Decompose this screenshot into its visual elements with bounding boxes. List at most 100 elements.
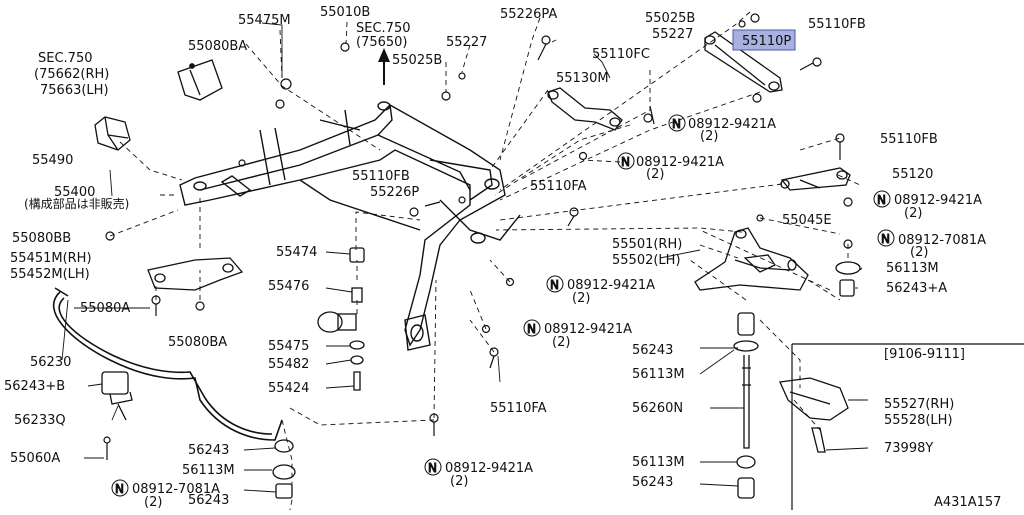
part-label: 55120 bbox=[892, 167, 933, 182]
rear-suspension-member bbox=[179, 101, 521, 351]
part-label: 55490 bbox=[32, 153, 73, 168]
leader-lines bbox=[109, 11, 861, 511]
part-label: 55080BA bbox=[188, 39, 247, 54]
highlighted-part-label: 55110P bbox=[742, 34, 791, 49]
part-label: (2) bbox=[572, 291, 590, 306]
part-label: 55110FB bbox=[808, 17, 866, 32]
n-symbols: N N N N N N N N bbox=[111, 114, 895, 497]
diagram-id: A431A157 bbox=[934, 495, 1001, 510]
sec750-arrow bbox=[378, 48, 390, 85]
sec-ref-line: SEC.750 bbox=[38, 51, 93, 66]
lower-arm-55501 bbox=[694, 227, 809, 291]
part-label: 56243+B bbox=[4, 379, 65, 394]
part-label: 55110FB bbox=[352, 169, 410, 184]
stone-guard bbox=[779, 377, 849, 453]
part-label: 55451M(RH) bbox=[10, 251, 92, 266]
bolts bbox=[103, 13, 853, 460]
stabilizer-bushing bbox=[101, 371, 133, 421]
part-label: 56243 bbox=[188, 493, 229, 508]
part-label: 55025B bbox=[392, 53, 442, 68]
part-label: 55474 bbox=[276, 245, 317, 260]
svg-text:N: N bbox=[881, 232, 890, 246]
part-label: 55010B bbox=[320, 5, 370, 20]
part-label: 56113M bbox=[182, 463, 235, 478]
part-label: 56243 bbox=[632, 475, 673, 490]
part-label: 73998Y bbox=[884, 441, 933, 456]
svg-text:N: N bbox=[672, 117, 681, 131]
part-label: 56243 bbox=[632, 343, 673, 358]
part-label: 55080A bbox=[80, 301, 130, 316]
part-label: 55080BA bbox=[168, 335, 227, 350]
part-label: 55482 bbox=[268, 357, 309, 372]
part-label: 08912-9421A bbox=[544, 322, 632, 337]
part-label: 55080BB bbox=[12, 231, 71, 246]
part-label: 08912-7081A bbox=[132, 482, 220, 497]
part-label: (2) bbox=[646, 167, 664, 182]
part-label: 56113M bbox=[632, 367, 685, 382]
part-label: (2) bbox=[552, 335, 570, 350]
part-label: 56243 bbox=[188, 443, 229, 458]
part-label: 56113M bbox=[632, 455, 685, 470]
part-label: (2) bbox=[144, 495, 162, 510]
part-label: 55476 bbox=[268, 279, 309, 294]
part-label: 55110FB bbox=[880, 132, 938, 147]
part-label: (2) bbox=[910, 245, 928, 260]
svg-text:N: N bbox=[428, 461, 437, 475]
part-label: 08912-9421A bbox=[688, 117, 776, 132]
part-label: 55110FA bbox=[530, 179, 587, 194]
part-label: 55226P bbox=[370, 185, 419, 200]
part-label: (2) bbox=[904, 206, 922, 221]
part-label: 08912-9421A bbox=[636, 155, 724, 170]
variant-frame bbox=[791, 343, 1024, 510]
part-label: 55528(LH) bbox=[884, 413, 953, 428]
part-label: 55475M bbox=[238, 13, 291, 28]
sec-ref-line: (75662(RH) bbox=[34, 67, 109, 82]
part-label: 56113M bbox=[886, 261, 939, 276]
part-label: 55227 bbox=[652, 27, 693, 42]
svg-text:N: N bbox=[550, 278, 559, 292]
part-label: (2) bbox=[700, 129, 718, 144]
part-label: 55475 bbox=[268, 339, 309, 354]
svg-text:N: N bbox=[877, 193, 886, 207]
part-label: 08912-9421A bbox=[567, 278, 655, 293]
part-label: 56243+A bbox=[886, 281, 947, 296]
part-label: 55501(RH) bbox=[612, 237, 682, 252]
sec-ref-line: 75663(LH) bbox=[40, 83, 109, 98]
mount-55490 bbox=[94, 116, 131, 151]
leader-lines-solid bbox=[61, 22, 869, 493]
part-label: 56260N bbox=[632, 401, 683, 416]
part-label: 55110FC bbox=[592, 47, 650, 62]
link-55120 bbox=[780, 167, 851, 191]
part-label: 55452M(LH) bbox=[10, 267, 90, 282]
sec-ref-line: SEC.750 bbox=[356, 21, 411, 36]
shock-stack bbox=[272, 261, 861, 499]
svg-text:N: N bbox=[115, 482, 124, 496]
part-labels: SEC.750 (75662(RH) 75663(LH) SEC.750 (75… bbox=[4, 5, 1001, 510]
part-label: 55045E bbox=[782, 213, 832, 228]
part-label: 56233Q bbox=[14, 413, 66, 428]
part-label: 55226PA bbox=[500, 7, 557, 22]
note-not-sold: (構成部品は非販売) bbox=[24, 196, 129, 211]
sec-ref-line: (75650) bbox=[356, 35, 408, 50]
part-label: 55527(RH) bbox=[884, 397, 954, 412]
part-label: 08912-7081A bbox=[898, 233, 986, 248]
svg-text:N: N bbox=[527, 322, 536, 336]
arm-55130m bbox=[547, 87, 623, 131]
svg-text:N: N bbox=[621, 155, 630, 169]
part-label: 55025B bbox=[645, 11, 695, 26]
part-label: 55400 bbox=[54, 185, 95, 200]
part-label: 56230 bbox=[30, 355, 71, 370]
part-label: 55227 bbox=[446, 35, 487, 50]
part-label: (2) bbox=[450, 474, 468, 489]
variant-label: [9106-9111] bbox=[884, 347, 965, 362]
part-label: 08912-9421A bbox=[894, 193, 982, 208]
stabilizer-bar bbox=[53, 287, 283, 441]
highlighted-part-box bbox=[732, 29, 796, 51]
part-label: 55110FA bbox=[490, 401, 547, 416]
upper-arm-55110p bbox=[704, 31, 783, 93]
bracket-top bbox=[177, 59, 223, 101]
link-55451m bbox=[147, 257, 244, 291]
part-label: 55502(LH) bbox=[612, 253, 681, 268]
